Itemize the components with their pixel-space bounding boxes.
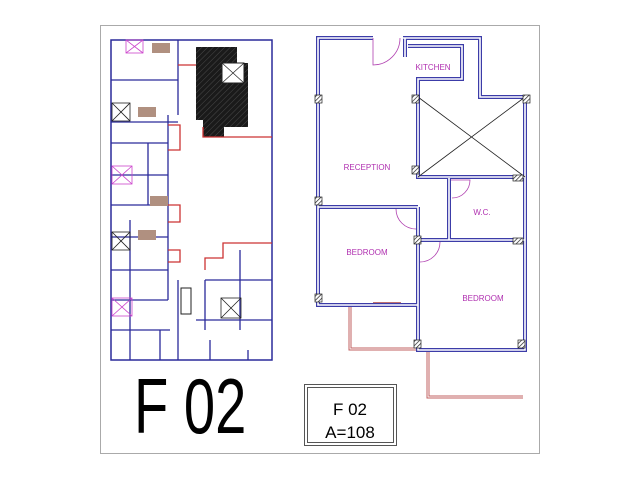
room-label-wc: W.C.	[473, 208, 490, 217]
doors	[372, 37, 471, 263]
walls	[316, 36, 527, 352]
room-label-kitchen: KITCHEN	[415, 63, 450, 72]
unit-name: F 02	[333, 400, 367, 419]
columns	[314, 94, 531, 349]
unit-area: A=108	[325, 423, 375, 442]
key-plan	[110, 39, 273, 361]
room-label-bedroom-2: BEDROOM	[462, 294, 504, 303]
sheet-frame	[100, 25, 540, 454]
void-shaft	[417, 96, 526, 178]
unit-label-box: F 02 A=108	[304, 384, 397, 446]
room-label-reception: RECEPTION	[344, 163, 391, 172]
sheet-title: F 02	[134, 363, 246, 450]
room-label-bedroom-1: BEDROOM	[346, 248, 388, 257]
